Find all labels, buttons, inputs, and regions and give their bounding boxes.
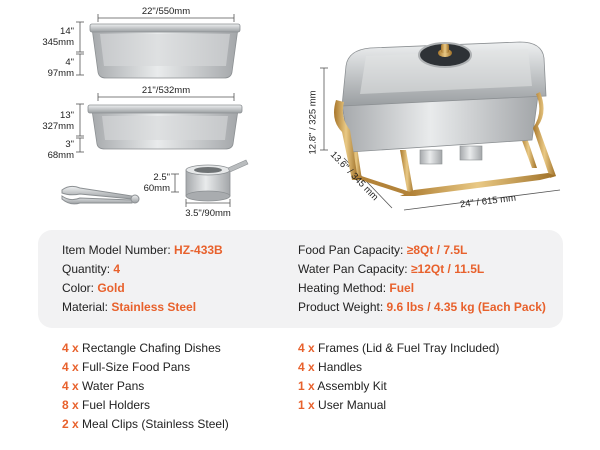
spec-value: 4: [113, 262, 121, 276]
spec-value: HZ-433B: [174, 243, 223, 257]
water-pan-depth-label: 13" 327mm: [30, 110, 74, 132]
full-pan-height-in: 4": [65, 57, 74, 68]
list-item: 4 x Full-Size Food Pans: [62, 360, 191, 374]
specs-right-column: Food Pan Capacity: ≥8Qt / 7.5L Water Pan…: [298, 241, 546, 317]
spec-water-pan-capacity: Water Pan Capacity: ≥12Qt / 11.5L: [298, 262, 485, 276]
fuel-height-mm: 60mm: [143, 183, 170, 194]
fuel-height-in: 2.5": [153, 172, 170, 183]
product-illustration: [61, 14, 561, 211]
package-contents: 4 x Rectangle Chafing Dishes 4 x Full-Si…: [38, 333, 563, 445]
spec-material: Material: Stainless Steel: [62, 300, 197, 314]
water-pan: [87, 104, 243, 150]
list-item: 4 x Handles: [298, 360, 363, 374]
spec-value: Gold: [97, 281, 125, 295]
chafing-dish: [334, 41, 556, 196]
fuel-diameter-label: 3.5"/90mm: [185, 208, 231, 219]
spec-value: ≥12Qt / 11.5L: [410, 262, 485, 276]
list-item: 4 x Rectangle Chafing Dishes: [62, 341, 221, 355]
spec-color: Color: Gold: [62, 281, 125, 295]
spec-value: 9.6 lbs / 4.35 kg (Each Pack): [386, 300, 546, 314]
full-size-food-pan: [89, 23, 241, 79]
list-item: 4 x Frames (Lid & Fuel Tray Included): [298, 341, 500, 355]
full-pan-depth-mm: 345mm: [42, 37, 74, 48]
meal-clip: [61, 185, 140, 205]
list-item: 2 x Meal Clips (Stainless Steel): [62, 417, 229, 431]
water-pan-depth-mm: 327mm: [42, 121, 74, 132]
spec-model: Item Model Number: HZ-433B: [62, 243, 223, 257]
contents-left-column: 4 x Rectangle Chafing Dishes 4 x Full-Si…: [62, 339, 229, 434]
water-pan-height-mm: 68mm: [47, 150, 74, 161]
list-item: 1 x Assembly Kit: [298, 379, 387, 393]
spec-value: Stainless Steel: [111, 300, 197, 314]
spec-heating-method: Heating Method: Fuel: [298, 281, 415, 295]
full-pan-depth-label: 14" 345mm: [30, 26, 74, 48]
spec-product-weight: Product Weight: 9.6 lbs / 4.35 kg (Each …: [298, 300, 546, 314]
specs-panel: Item Model Number: HZ-433B Quantity: 4 C…: [38, 230, 563, 328]
specs-left-column: Item Model Number: HZ-433B Quantity: 4 C…: [62, 241, 223, 317]
full-pan-height-mm: 97mm: [47, 68, 74, 79]
water-pan-height-label: 3" 68mm: [30, 139, 74, 161]
list-item: 1 x User Manual: [298, 398, 387, 412]
fuel-height-label: 2.5" 60mm: [130, 172, 170, 194]
spec-value: Fuel: [389, 281, 415, 295]
spec-quantity: Quantity: 4: [62, 262, 121, 276]
water-pan-dimension-lines: [76, 93, 235, 153]
list-item: 4 x Water Pans: [62, 379, 145, 393]
contents-right-column: 4 x Frames (Lid & Fuel Tray Included) 4 …: [298, 339, 499, 415]
spec-food-pan-capacity: Food Pan Capacity: ≥8Qt / 7.5L: [298, 243, 468, 257]
fuel-holder: [171, 159, 249, 207]
full-pan-depth-in: 14": [60, 26, 74, 37]
chafer-height-label: 12.8" / 325 mm: [307, 90, 319, 155]
water-pan-width-label: 21"/532mm: [141, 85, 191, 96]
full-pan-height-label: 4" 97mm: [30, 57, 74, 79]
spec-value: ≥8Qt / 7.5L: [406, 243, 468, 257]
full-pan-width-label: 22"/550mm: [141, 6, 191, 17]
water-pan-depth-in: 13": [60, 110, 74, 121]
full-pan-dimension-lines: [76, 14, 235, 76]
list-item: 8 x Fuel Holders: [62, 398, 151, 412]
water-pan-height-in: 3": [65, 139, 74, 150]
